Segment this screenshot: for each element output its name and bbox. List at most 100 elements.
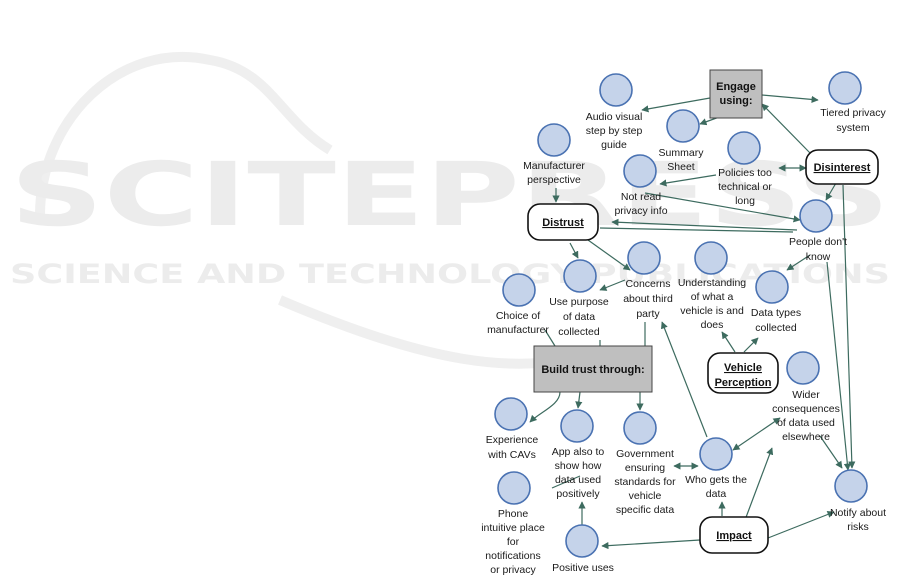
manufacturer-label-2: perspective xyxy=(527,174,581,186)
understanding-node xyxy=(694,241,728,275)
arrow-vehicle-datatypes xyxy=(743,337,759,353)
government-label-4: vehicle xyxy=(629,490,662,502)
understanding-label-3: vehicle is and xyxy=(680,305,744,317)
notread-label-1: Not read xyxy=(621,191,661,203)
arrow-disinterest-peopledont xyxy=(825,182,837,201)
understanding-label-2: of what a xyxy=(691,291,734,303)
arrow-distrust-concerns xyxy=(587,239,631,271)
vehicle-perception-label-2: Perception xyxy=(715,377,772,389)
arrow-engage-tiered xyxy=(761,94,819,104)
experience-label-2: with CAVs xyxy=(487,449,536,461)
experience-label-1: Experience xyxy=(486,434,539,446)
line-phone-appalso xyxy=(551,475,581,489)
positive-label-1: Positive uses xyxy=(552,562,614,574)
whogets-label-1: Who gets the xyxy=(685,474,747,486)
tiered-node xyxy=(828,71,862,105)
appalso-node xyxy=(560,409,594,443)
distrust-label: Distrust xyxy=(542,217,584,229)
audio-label-1: Audio visual xyxy=(586,111,643,123)
arrow-concerns-usepurpose xyxy=(599,279,626,291)
concerns-label-1: Concerns xyxy=(626,278,671,290)
summary-label-1: Summary xyxy=(659,147,705,159)
arrow-whogets-wider xyxy=(732,417,781,451)
notread-label-2: privacy info xyxy=(614,205,667,217)
wider-label-2: consequences xyxy=(772,403,840,415)
wider-label-3: of data used xyxy=(777,417,835,429)
node-labels: Tiered privacy system Audio visual step … xyxy=(481,107,886,576)
concerns-label-3: party xyxy=(636,308,660,320)
understanding-label-4: does xyxy=(701,319,724,331)
arrow-peopledont-distrust xyxy=(611,218,798,231)
vehicle-perception-label-1: Vehicle xyxy=(724,362,762,374)
usepurpose-label-3: collected xyxy=(558,326,600,338)
arrow-policies-notread xyxy=(659,174,717,187)
understanding-label-1: Understanding xyxy=(678,277,746,289)
wider-label-4: elsewhere xyxy=(782,431,830,443)
datatypes-label-1: Data types xyxy=(751,307,801,319)
notify-label-2: risks xyxy=(847,521,869,533)
watermark-swoosh xyxy=(35,51,333,216)
vehicle-perception-oval: Vehicle Perception xyxy=(707,352,779,394)
arrow-disinterest-notify xyxy=(842,184,856,469)
notify-label-1: Notify about xyxy=(830,507,886,519)
whogets-node xyxy=(699,437,733,471)
tiered-label-1: Tiered privacy xyxy=(820,107,886,119)
government-node xyxy=(623,411,657,445)
tiered-label-2: system xyxy=(836,122,870,134)
build-trust-box: Build trust through: xyxy=(533,345,653,393)
government-label-3: standards for xyxy=(614,476,676,488)
arrow-peopledont-notify xyxy=(826,261,851,471)
usepurpose-label-1: Use purpose xyxy=(549,296,609,308)
engage-label-2: using: xyxy=(720,95,753,107)
arrow-impact-positive xyxy=(601,539,701,550)
arrow-notread-peopledont xyxy=(644,192,801,223)
arrow-wider-notify xyxy=(819,435,843,469)
usepurpose-node xyxy=(563,259,597,293)
appalso-label-3: data used xyxy=(555,474,601,486)
engage-label-1: Engage xyxy=(716,81,756,93)
choice-label-2: manufacturer xyxy=(487,324,549,336)
concerns-node xyxy=(627,241,661,275)
audio-label-2: step by step xyxy=(586,125,643,137)
summary-label-2: Sheet xyxy=(667,161,695,173)
phone-label-1: Phone xyxy=(498,508,529,520)
experience-node xyxy=(494,397,528,431)
phone-label-5: or privacy xyxy=(490,564,536,576)
notify-node xyxy=(834,469,868,503)
concerns-label-2: about third xyxy=(623,293,673,305)
appalso-label-4: positively xyxy=(556,488,600,500)
wider-node xyxy=(786,351,820,385)
government-label-2: ensuring xyxy=(625,462,665,474)
arrow-peopledont-datatypes xyxy=(786,254,811,271)
circle-nodes xyxy=(494,71,868,558)
arrow-whogets-concerns xyxy=(661,321,708,438)
choice-label-1: Choice of xyxy=(496,310,540,322)
manufacturer-label-1: Manufacturer xyxy=(523,160,585,172)
government-label-5: specific data xyxy=(616,504,675,516)
peopledont-node xyxy=(799,199,833,233)
summary-node xyxy=(666,109,700,143)
distrust-oval: Distrust xyxy=(527,203,599,241)
audio-node xyxy=(599,73,633,107)
arrow-build-experience xyxy=(529,391,561,423)
arrow-impact-wider xyxy=(744,447,774,521)
policies-label-1: Policies too xyxy=(718,167,772,179)
notread-node xyxy=(623,154,657,188)
appalso-label-1: App also to xyxy=(552,446,605,458)
datatypes-node xyxy=(755,270,789,304)
policies-node xyxy=(727,131,761,165)
impact-label: Impact xyxy=(716,530,752,542)
phone-node xyxy=(497,471,531,505)
positive-node xyxy=(565,524,599,558)
phone-label-4: notifications xyxy=(485,550,540,562)
phone-label-3: for xyxy=(507,536,520,548)
peopledont-label-2: know xyxy=(806,251,831,263)
line-choice-build xyxy=(544,329,556,347)
government-label-1: Government xyxy=(616,448,674,460)
peopledont-label-1: People don't xyxy=(789,236,847,248)
policies-label-2: technical or xyxy=(718,181,772,193)
arrow-engage-audio xyxy=(641,97,711,113)
appalso-label-2: show how xyxy=(555,460,602,472)
watermark-subtitle: SCIENCE AND TECHNOLOGY PUBLICATIONS xyxy=(10,259,890,290)
